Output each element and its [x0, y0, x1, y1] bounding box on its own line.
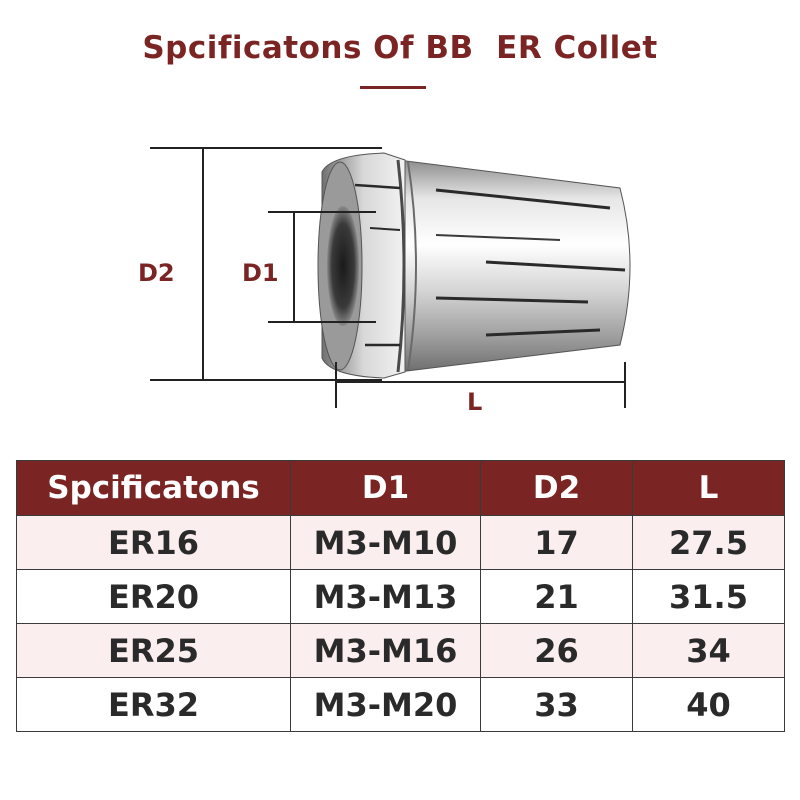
- table-row: ER20 M3-M13 21 31.5: [16, 569, 785, 624]
- header-d2: D2: [480, 460, 633, 516]
- cell-spec: ER25: [16, 623, 291, 678]
- header-l: L: [632, 460, 785, 516]
- header-spec: Spcificatons: [16, 460, 291, 516]
- header-d1: D1: [290, 460, 481, 516]
- cell-d1: M3-M10: [290, 515, 481, 570]
- d1-dimension: [268, 211, 376, 323]
- cell-d1: M3-M20: [290, 677, 481, 732]
- table-row: ER32 M3-M20 33 40: [16, 677, 785, 732]
- table-row: ER25 M3-M16 26 34: [16, 623, 785, 678]
- title-underline: [360, 86, 426, 89]
- cell-d1: M3-M13: [290, 569, 481, 624]
- cell-l: 40: [632, 677, 785, 732]
- spec-table: Spcificatons D1 D2 L ER16 M3-M10 17 27.5…: [16, 460, 785, 732]
- cell-l: 27.5: [632, 515, 785, 570]
- cell-d1: M3-M16: [290, 623, 481, 678]
- cell-d2: 17: [480, 515, 633, 570]
- collet-diagram: D2 D1 L: [138, 147, 631, 416]
- cell-spec: ER16: [16, 515, 291, 570]
- cell-spec: ER20: [16, 569, 291, 624]
- l-label: L: [467, 388, 482, 416]
- cell-d2: 21: [480, 569, 633, 624]
- cell-d2: 33: [480, 677, 633, 732]
- collet-illustration: [317, 152, 631, 379]
- d2-label: D2: [138, 259, 175, 287]
- table-row: ER16 M3-M10 17 27.5: [16, 515, 785, 570]
- d2-dimension: [150, 147, 382, 381]
- cell-l: 34: [632, 623, 785, 678]
- l-dimension: [335, 362, 626, 408]
- cell-d2: 26: [480, 623, 633, 678]
- cell-l: 31.5: [632, 569, 785, 624]
- d1-label: D1: [242, 259, 279, 287]
- page-title: Spcificatons Of BB ER Collet: [142, 30, 658, 66]
- cell-spec: ER32: [16, 677, 291, 732]
- table-header-row: Spcificatons D1 D2 L: [16, 460, 785, 516]
